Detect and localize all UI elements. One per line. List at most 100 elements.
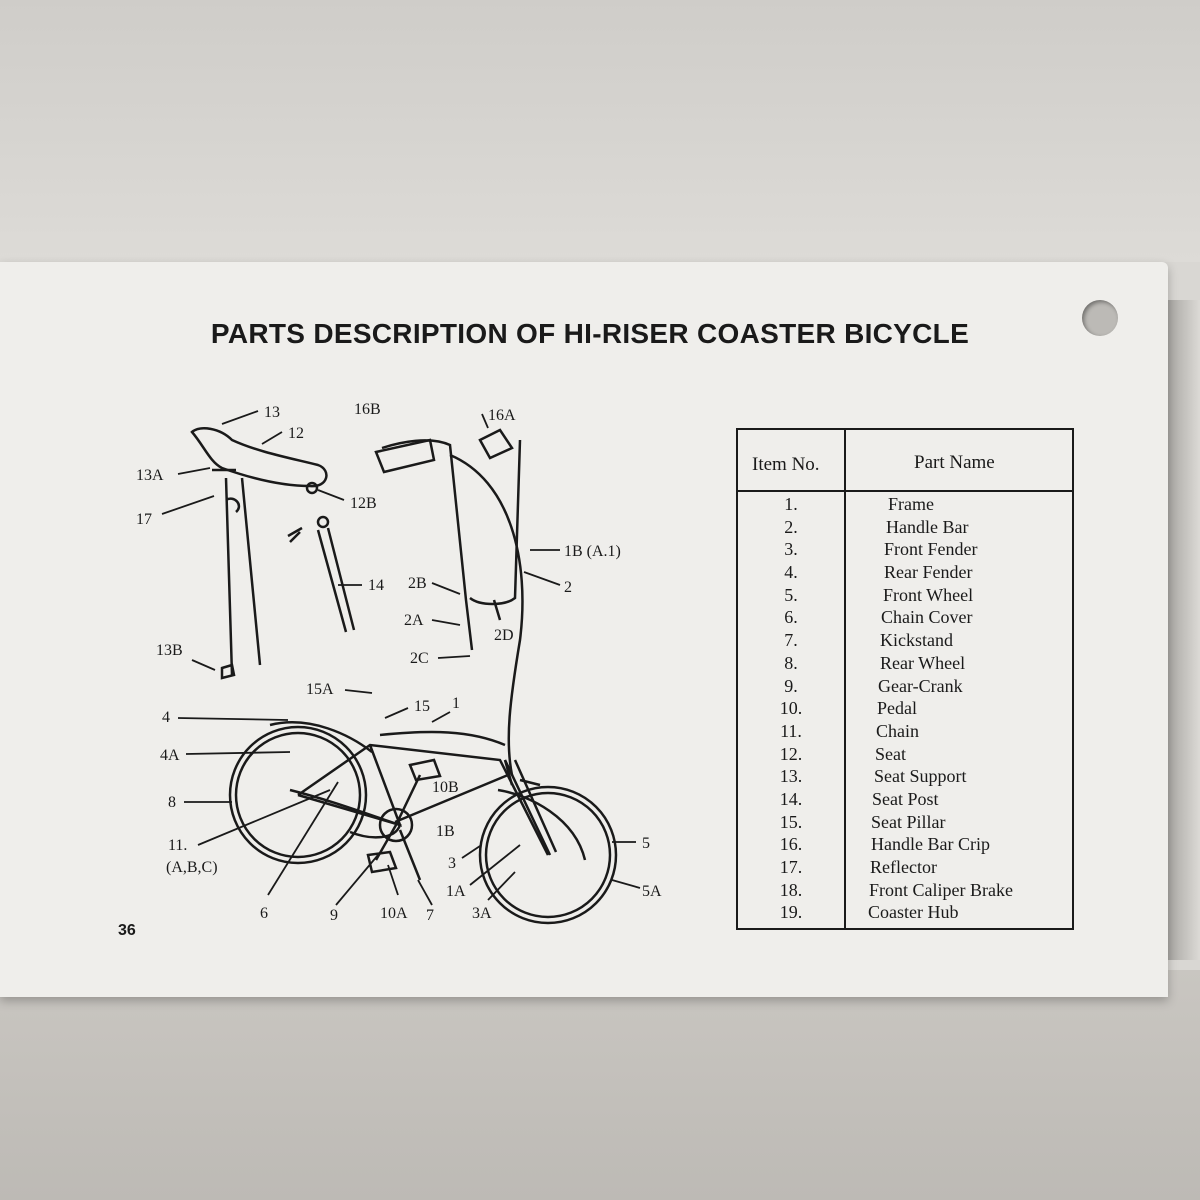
seat-post-cap xyxy=(316,515,330,529)
callout-16B: 16B xyxy=(354,401,381,418)
leader-12B xyxy=(317,489,345,501)
seat-post-part xyxy=(316,527,356,633)
callout-11-abc: (A,B,C) xyxy=(166,859,218,876)
item-number: 10. xyxy=(779,698,803,719)
table-row: 13.Seat Support xyxy=(738,766,1072,789)
seat-part xyxy=(190,427,328,488)
item-number: 13. xyxy=(779,766,803,787)
pedal-10A xyxy=(366,850,398,874)
item-number: 18. xyxy=(779,879,803,900)
leader-5A xyxy=(611,879,641,889)
rear-wheel-rim xyxy=(234,731,362,859)
leader-13A xyxy=(177,467,211,475)
rear-wheel-drawing xyxy=(228,725,368,865)
callout-2C: 2C xyxy=(410,650,429,667)
item-number: 6. xyxy=(784,607,798,628)
column-header-part-name: Part Name xyxy=(914,452,995,473)
part-name: Seat xyxy=(875,743,906,764)
part-name: Reflector xyxy=(870,857,937,877)
item-number: 8. xyxy=(784,652,798,673)
part-name: Front Caliper Brake xyxy=(869,879,1013,900)
item-number: 11. xyxy=(780,720,802,741)
leader-4 xyxy=(177,717,289,721)
adjacent-page-edge xyxy=(1168,300,1200,960)
table-row: 15. Seat Pillar xyxy=(738,812,1072,835)
callout-2B: 2B xyxy=(408,575,427,592)
callout-5A: 5A xyxy=(642,883,662,900)
callout-1B: 1B xyxy=(436,823,455,840)
part-name: Chain Cover xyxy=(881,607,973,628)
leader-4A xyxy=(185,751,291,755)
leader-3 xyxy=(461,845,481,859)
callout-13: 13 xyxy=(264,404,280,421)
leader-15 xyxy=(384,707,409,719)
item-number: 16. xyxy=(779,834,803,855)
leader-16A xyxy=(481,413,489,429)
callout-10B: 10B xyxy=(432,779,459,796)
callout-7: 7 xyxy=(426,907,434,924)
part-name: Front Fender xyxy=(884,539,978,560)
item-number: 3. xyxy=(784,539,798,560)
part-name: Handle Bar Crip xyxy=(871,834,990,855)
callout-13A: 13A xyxy=(136,467,164,484)
item-number: 15. xyxy=(779,811,803,832)
front-wheel-drawing xyxy=(478,785,618,925)
table-row: 17.Reflector xyxy=(738,857,1072,880)
chainring xyxy=(378,807,414,843)
part-name: Front Wheel xyxy=(883,584,974,605)
manual-page xyxy=(0,262,1168,997)
table-row: 18. Front Caliper Brake xyxy=(738,880,1072,903)
leader-9 xyxy=(335,854,379,906)
pedal-10B xyxy=(408,758,442,782)
part-name: Handle Bar xyxy=(886,516,969,537)
part-name: Rear Wheel xyxy=(880,652,966,673)
booklet-lower-spread xyxy=(0,970,1200,1200)
callout-16A: 16A xyxy=(488,407,516,424)
part-name: Pedal xyxy=(877,698,917,719)
callout-2A: 2A xyxy=(404,612,424,629)
callout-11: 11. xyxy=(168,837,187,854)
front-fork xyxy=(503,759,558,856)
item-number: 19. xyxy=(779,902,803,923)
leader-2A xyxy=(431,619,461,626)
table-row: 5.Front Wheel xyxy=(738,585,1072,608)
front-fender-part xyxy=(497,788,587,861)
leader-13 xyxy=(221,410,259,425)
column-header-item-no: Item No. xyxy=(752,454,820,475)
table-row: 14.Seat Post xyxy=(738,789,1072,812)
background-surface xyxy=(0,0,1200,262)
item-number: 12. xyxy=(779,743,803,764)
callout-2D: 2D xyxy=(494,627,514,644)
table-row: 6. Chain Cover xyxy=(738,607,1072,630)
table-row: 10. Pedal xyxy=(738,698,1072,721)
callout-3: 3 xyxy=(448,855,456,872)
leader-2 xyxy=(523,571,561,586)
callout-17: 17 xyxy=(136,511,152,528)
leader-15A xyxy=(344,689,373,694)
callout-6: 6 xyxy=(260,905,268,922)
item-number: 2. xyxy=(784,516,798,537)
item-number: 1. xyxy=(784,494,798,514)
leader-17 xyxy=(161,495,215,515)
callout-8: 8 xyxy=(168,794,176,811)
part-name: Seat Pillar xyxy=(871,811,946,832)
table-row: 2. Handle Bar xyxy=(738,517,1072,540)
kickstand-part xyxy=(398,829,422,881)
callout-5: 5 xyxy=(642,835,650,852)
leader-10A xyxy=(387,864,399,896)
leader-2B xyxy=(431,582,461,595)
part-name: Gear-Crank xyxy=(878,675,963,696)
leader-12 xyxy=(261,431,283,445)
seat-bolt-13B xyxy=(220,663,236,680)
stem-2D xyxy=(492,599,502,621)
callout-15A: 15A xyxy=(306,681,334,698)
handlebar-stem-bike xyxy=(503,759,541,787)
leader-6 xyxy=(267,781,339,896)
callout-9: 9 xyxy=(330,907,338,924)
callout-3A: 3A xyxy=(472,905,492,922)
table-row: 9.Gear-Crank xyxy=(738,676,1072,699)
callout-1A: 1A xyxy=(446,883,466,900)
